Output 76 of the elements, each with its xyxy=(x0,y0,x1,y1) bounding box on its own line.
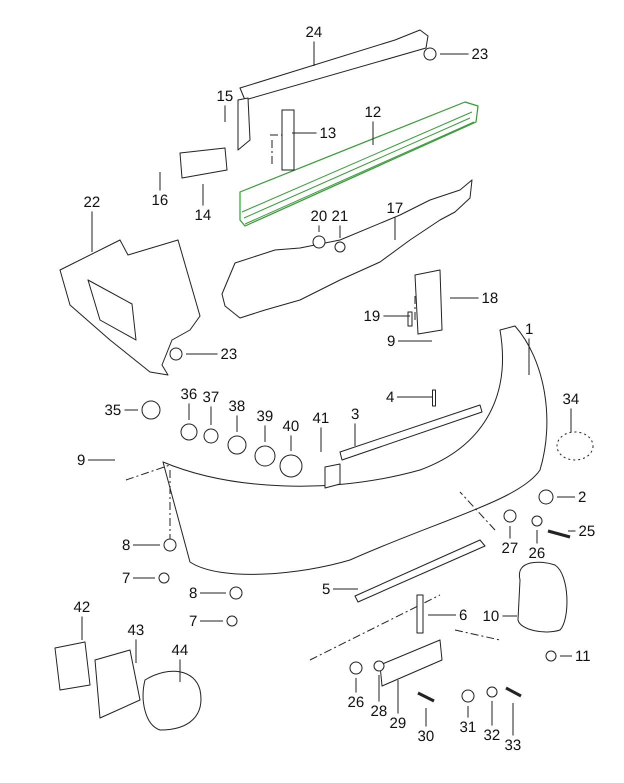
leader-line xyxy=(320,427,322,452)
callout-number: 26 xyxy=(346,694,366,710)
callout-number: 10 xyxy=(482,608,500,624)
leader-line xyxy=(202,184,204,206)
callout-number: 28 xyxy=(370,704,388,718)
callout-number: 30 xyxy=(416,728,436,744)
callout-number: 12 xyxy=(364,104,382,120)
callout-number: 17 xyxy=(386,200,404,216)
callout-number: 23 xyxy=(220,346,238,362)
leader-line xyxy=(354,423,356,446)
callout-number: 20 xyxy=(310,208,328,224)
callout-number: 2 xyxy=(577,490,588,504)
callout-number: 18 xyxy=(480,290,500,306)
leader-line xyxy=(132,544,160,546)
callout-number: 3 xyxy=(350,406,360,422)
callout-number: 41 xyxy=(312,410,330,426)
callout-number: 26 xyxy=(528,546,546,560)
leader-line xyxy=(512,702,514,736)
callout-number: 21 xyxy=(330,208,350,224)
leader-line xyxy=(200,620,224,622)
callout-number: 5 xyxy=(321,582,332,596)
callout-number: 38 xyxy=(228,398,246,414)
leader-line xyxy=(318,225,320,232)
leader-line xyxy=(264,425,266,442)
callout-number: 27 xyxy=(500,540,520,556)
leader-line xyxy=(290,435,292,452)
leader-line xyxy=(570,408,572,432)
leader-line xyxy=(398,340,432,342)
leader-line xyxy=(210,406,212,426)
callout-number: 36 xyxy=(180,386,198,402)
callout-number: 14 xyxy=(194,208,212,222)
callout-number: 44 xyxy=(170,642,190,658)
leader-line xyxy=(378,674,380,702)
leader-line xyxy=(372,121,374,146)
leader-line xyxy=(428,614,456,616)
callout-number: 19 xyxy=(362,308,382,324)
leader-line xyxy=(568,530,576,532)
leader-line xyxy=(396,396,432,398)
leader-line xyxy=(292,132,317,134)
callout-number: 7 xyxy=(121,570,132,586)
callout-number: 43 xyxy=(126,622,146,638)
callout-number: 29 xyxy=(388,716,408,730)
callout-number: 8 xyxy=(121,538,132,552)
callout-number: 4 xyxy=(385,390,396,404)
callout-number: 33 xyxy=(504,738,522,752)
leader-line xyxy=(200,592,226,594)
callout-number: 37 xyxy=(202,390,220,404)
leader-line xyxy=(536,530,538,544)
callout-number: 40 xyxy=(282,418,300,434)
callout-number: 35 xyxy=(104,402,122,418)
leader-line xyxy=(188,403,190,420)
callout-number: 25 xyxy=(578,524,596,538)
callout-number: 13 xyxy=(318,126,338,140)
callout-number: 8 xyxy=(188,586,198,600)
callout-number: 31 xyxy=(458,720,478,734)
leader-line xyxy=(394,217,396,240)
callout-number: 7 xyxy=(188,614,198,628)
leader-line xyxy=(528,338,530,376)
leader-line xyxy=(332,588,358,590)
callout-number: 22 xyxy=(82,194,102,210)
callout-number: 16 xyxy=(150,192,170,208)
leader-line xyxy=(556,496,576,498)
leader-line xyxy=(236,415,238,432)
callout-number: 34 xyxy=(562,392,580,406)
callout-number: 42 xyxy=(72,600,92,614)
callout-number: 1 xyxy=(524,322,534,336)
callout-number: 39 xyxy=(256,408,274,424)
leader-line xyxy=(224,105,226,122)
callout-number: 32 xyxy=(482,728,502,742)
callout-number: 15 xyxy=(216,88,234,104)
callout-number: 9 xyxy=(76,452,86,468)
callout-number: 24 xyxy=(304,24,324,40)
callout-number: 11 xyxy=(574,648,592,664)
callout-number: 9 xyxy=(386,334,396,348)
callout-number: 23 xyxy=(470,46,490,62)
callout-number: 6 xyxy=(458,608,468,622)
